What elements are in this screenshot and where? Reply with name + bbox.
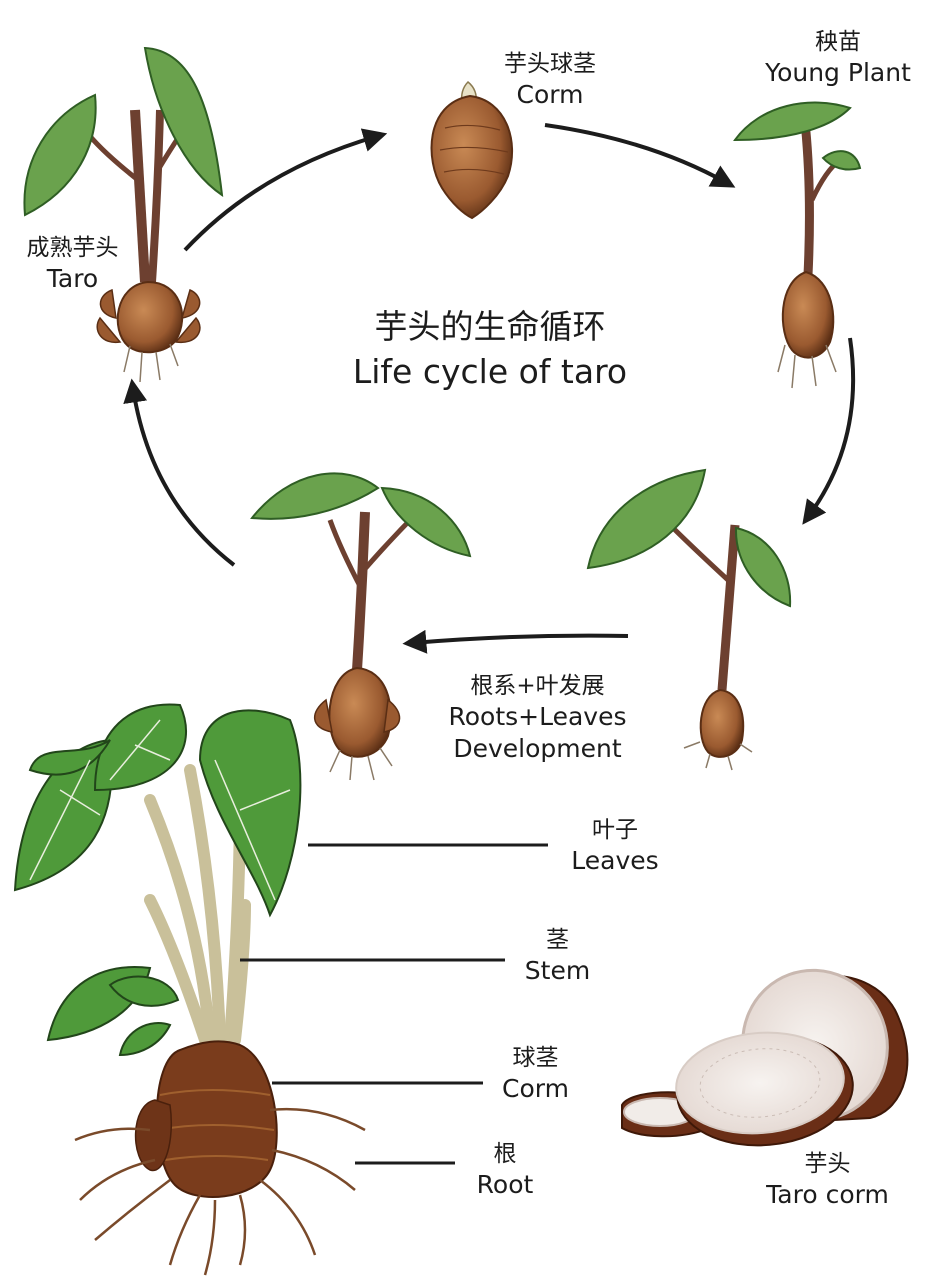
label-taro-corm-slice: 芋头 Taro corm — [735, 1150, 920, 1211]
mature-taro-illustration — [23, 46, 224, 383]
leader-lines — [240, 843, 548, 1165]
label-development-en1: Roots+Leaves — [448, 702, 627, 732]
label-young-plant: 秧苗 Young Plant — [738, 28, 938, 89]
label-corm-part-en: Corm — [502, 1074, 569, 1104]
label-mature-taro-en: Taro — [46, 264, 99, 294]
label-stem-en: Stem — [524, 956, 591, 986]
label-development-en2: Development — [453, 734, 622, 764]
label-development-zh: 根系+叶发展 — [470, 673, 605, 699]
development-illustration — [250, 472, 472, 781]
title-zh: 芋头的生命循环 — [374, 307, 606, 346]
seedling-illustration — [586, 468, 792, 771]
arrow-mature-to-corm — [183, 128, 388, 252]
arrow-seedling-to-development — [402, 629, 629, 654]
label-corm-stage-en: Corm — [516, 80, 584, 110]
corm-illustration — [430, 80, 513, 220]
diagram-title: 芋头的生命循环 Life cycle of taro — [290, 305, 690, 394]
arrow-corm-to-young — [544, 123, 736, 188]
young-plant-illustration — [733, 101, 862, 389]
labeled-plant-illustration — [13, 703, 366, 1276]
label-stem: 茎 Stem — [500, 926, 615, 987]
arrow-development-to-mature — [123, 378, 236, 567]
label-root-zh: 根 — [493, 1141, 517, 1167]
label-corm-part: 球茎 Corm — [478, 1044, 593, 1105]
label-corm-part-zh: 球茎 — [512, 1045, 559, 1071]
label-stem-zh: 茎 — [546, 927, 569, 953]
label-corm-stage-zh: 芋头球茎 — [504, 51, 596, 77]
label-mature-taro-zh: 成熟芋头 — [26, 235, 119, 261]
label-mature-taro: 成熟芋头 Taro — [0, 234, 145, 295]
label-taro-corm-slice-zh: 芋头 — [804, 1151, 851, 1177]
label-root: 根 Root — [455, 1140, 555, 1201]
label-root-en: Root — [476, 1170, 534, 1200]
label-young-plant-en: Young Plant — [765, 58, 911, 88]
label-corm-stage: 芋头球茎 Corm — [470, 50, 630, 111]
label-taro-corm-slice-en: Taro corm — [766, 1180, 889, 1210]
label-leaves-zh: 叶子 — [592, 817, 638, 843]
title-en: Life cycle of taro — [352, 351, 628, 391]
cycle-arrows — [123, 123, 856, 654]
arrow-young-to-seedling — [802, 337, 856, 525]
label-young-plant-zh: 秧苗 — [815, 29, 861, 55]
taro-slice-illustration — [621, 968, 909, 1147]
label-leaves: 叶子 Leaves — [555, 816, 675, 877]
label-development: 根系+叶发展 Roots+Leaves Development — [420, 672, 655, 765]
label-leaves-en: Leaves — [571, 846, 659, 876]
